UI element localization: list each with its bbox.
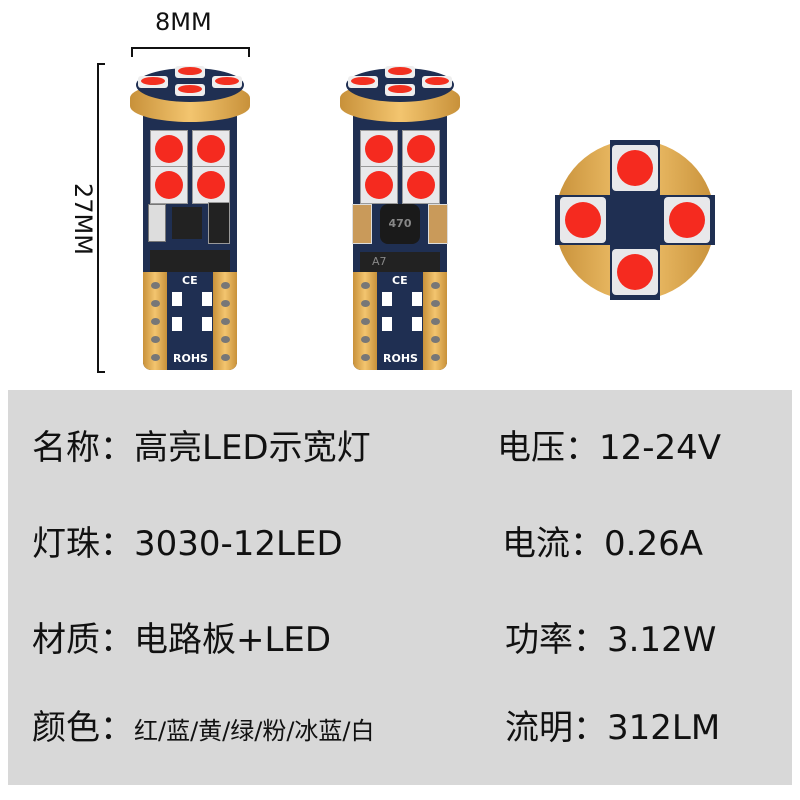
- contact-dot: [361, 336, 370, 343]
- contact-dot: [221, 318, 230, 325]
- solder-pad: [172, 292, 182, 306]
- spec-label: 颜色：: [32, 708, 134, 748]
- led-chip: [150, 130, 188, 168]
- contact-dot: [431, 354, 440, 361]
- contact-dot: [431, 282, 440, 289]
- contact-dot: [221, 300, 230, 307]
- spec-label: 灯珠：: [32, 524, 134, 564]
- ic-chip: [172, 207, 202, 239]
- contact-leg-right: [213, 272, 237, 370]
- spec-panel: [8, 390, 792, 785]
- spec-label: 材质：: [32, 620, 134, 660]
- rohs-mark: ROHS: [173, 352, 208, 365]
- spec-value: 3.12W: [607, 620, 717, 660]
- contact-dot: [221, 336, 230, 343]
- led-chip: [360, 130, 398, 168]
- spec-name: 名称：高亮LED示宽灯: [32, 420, 371, 469]
- ce-mark: CE: [392, 274, 408, 287]
- contact-dot: [221, 354, 230, 361]
- width-dimension-bracket: [131, 47, 250, 57]
- led-chip: [385, 84, 415, 96]
- led-chip: [560, 197, 606, 243]
- length-dimension-label: 27MM: [69, 183, 97, 255]
- contact-dot: [151, 336, 160, 343]
- spec-leds: 灯珠：3030-12LED: [32, 516, 343, 565]
- solder-pad: [412, 317, 422, 331]
- spec-material: 材质：电路板+LED: [32, 612, 331, 661]
- spec-current: 电流：0.26A: [502, 516, 703, 565]
- spec-power: 功率：3.12W: [505, 612, 716, 661]
- contact-leg-right: [423, 272, 447, 370]
- spec-colors: 颜色：红/蓝/黄/绿/粉/冰蓝/白: [32, 700, 375, 749]
- diode: [150, 250, 230, 272]
- led-chip: [402, 130, 440, 168]
- spec-value: 红/蓝/黄/绿/粉/冰蓝/白: [134, 717, 375, 745]
- spec-value: 电路板+LED: [134, 620, 332, 660]
- solder-pad: [382, 317, 392, 331]
- led-chip: [385, 66, 415, 78]
- spec-label: 电流：: [502, 524, 604, 564]
- solder-pad: [172, 317, 182, 331]
- led-chip: [192, 166, 230, 204]
- solder-pad: [412, 292, 422, 306]
- spec-lumens: 流明：312LM: [505, 700, 720, 749]
- contact-dot: [151, 282, 160, 289]
- led-chip: [192, 130, 230, 168]
- spec-label: 电压：: [497, 428, 599, 468]
- led-chip: [422, 76, 452, 88]
- led-chip: [612, 145, 658, 191]
- led-chip: [360, 166, 398, 204]
- led-chip: [175, 84, 205, 96]
- spec-label: 名称：: [32, 428, 134, 468]
- spec-value: 高亮LED示宽灯: [134, 428, 371, 468]
- capacitor: [352, 204, 372, 244]
- bulb-top-view: [555, 140, 715, 300]
- contact-dot: [151, 300, 160, 307]
- contact-dot: [361, 354, 370, 361]
- led-chip: [212, 76, 242, 88]
- solder-pad: [202, 317, 212, 331]
- contact-dot: [361, 282, 370, 289]
- contact-dot: [431, 318, 440, 325]
- contact-dot: [151, 354, 160, 361]
- solder-pad: [382, 292, 392, 306]
- led-chip: [402, 166, 440, 204]
- contact-dot: [431, 300, 440, 307]
- contact-dot: [221, 282, 230, 289]
- diode: A7: [360, 252, 440, 272]
- spec-value: 312LM: [607, 708, 721, 748]
- led-chip: [175, 66, 205, 78]
- width-dimension-label: 8MM: [155, 8, 212, 36]
- ce-mark: CE: [182, 274, 198, 287]
- length-dimension-bracket: [97, 63, 105, 373]
- spec-value: 3030-12LED: [134, 524, 343, 564]
- contact-leg-left: [143, 272, 167, 370]
- led-chip: [612, 249, 658, 295]
- spec-label: 流明：: [505, 708, 607, 748]
- led-chip: [138, 76, 168, 88]
- led-chip: [150, 166, 188, 204]
- led-bulb-back: 470 A7 CE ROHS: [340, 62, 460, 372]
- spec-value: 0.26A: [604, 524, 703, 564]
- resistor: [148, 204, 166, 242]
- spec-value: 12-24V: [599, 428, 722, 468]
- led-bulb-front: CE ROHS: [130, 62, 250, 372]
- contact-dot: [431, 336, 440, 343]
- inductor: 470: [380, 204, 420, 244]
- capacitor: [208, 202, 230, 244]
- capacitor: [428, 204, 448, 244]
- contact-dot: [361, 300, 370, 307]
- led-chip: [348, 76, 378, 88]
- rohs-mark: ROHS: [383, 352, 418, 365]
- led-chip: [664, 197, 710, 243]
- contact-leg-left: [353, 272, 377, 370]
- spec-voltage: 电压：12-24V: [497, 420, 721, 469]
- contact-dot: [151, 318, 160, 325]
- spec-label: 功率：: [505, 620, 607, 660]
- solder-pad: [202, 292, 212, 306]
- contact-dot: [361, 318, 370, 325]
